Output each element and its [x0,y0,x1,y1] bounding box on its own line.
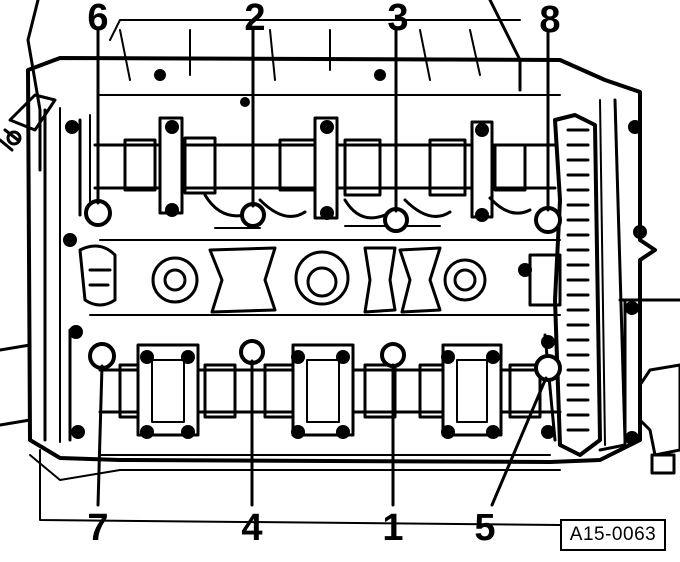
leader-lines [96,28,550,507]
lower-camshaft [68,328,562,442]
callout-4: 4 [241,507,262,549]
timing-chain [553,113,602,457]
cover-nuts [63,69,647,445]
bolt-marker-1 [380,342,406,368]
cylinder-head-outline [26,56,657,464]
head-bolt-markers [84,199,562,382]
callout-numbers: 6 2 3 8 7 4 1 5 [87,0,560,549]
callout-1: 1 [382,507,403,549]
engine-block-outline [0,0,680,526]
callout-8: 8 [539,0,560,41]
figure-reference-code: A15-0063 [560,519,666,551]
callout-2: 2 [244,0,265,39]
spark-plug-bores [78,244,562,314]
callout-6: 6 [87,0,108,39]
bolt-marker-6 [84,199,112,227]
bolt-marker-7 [88,342,116,370]
callout-5: 5 [474,507,495,549]
upper-camshaft [78,114,557,229]
bolt-marker-5 [534,354,562,382]
callout-3: 3 [387,0,408,39]
hose-fitting [0,93,57,152]
bolt-marker-8 [534,206,562,234]
sensor-housing [638,363,680,475]
callout-7: 7 [87,507,108,549]
